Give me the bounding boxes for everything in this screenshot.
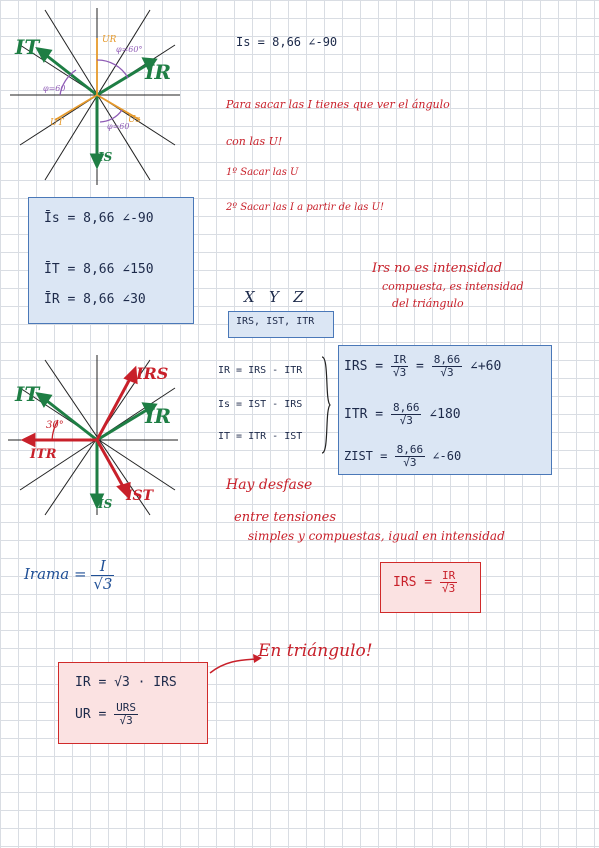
equation: IR = IRS - ITR <box>218 365 303 376</box>
fraction: IR √3 <box>439 569 458 596</box>
triangle-note: En triángulo! <box>258 641 373 661</box>
equals: = <box>416 359 424 375</box>
label-ist: IST <box>126 488 154 504</box>
is-result: Is = 8,66 ∠-90 <box>236 35 338 49</box>
denominator: √3 <box>441 582 456 596</box>
xyz-box-text: IRS, IST, ITR <box>236 316 315 327</box>
phase-angle: ∠+60 <box>470 359 502 375</box>
ur-lhs: UR = <box>75 707 107 723</box>
angle-label: 30° <box>46 420 64 431</box>
denominator: √3 <box>392 366 407 380</box>
label-it: IT <box>15 35 40 59</box>
desfase-note: entre tensiones <box>234 510 337 525</box>
denominator: √3 <box>119 714 133 728</box>
numerator: URS <box>114 701 139 716</box>
desfase-note: Hay desfase <box>226 477 313 493</box>
label-is: IS <box>98 497 113 511</box>
irs-box <box>380 562 481 613</box>
angle-label: φ=60° <box>116 45 143 54</box>
triangle-line: IR = √3 · IRS <box>75 675 177 690</box>
irama-lhs: Irama = <box>24 565 87 583</box>
numerator: IR <box>390 353 409 368</box>
phase-angle: ∠-60 <box>432 449 462 464</box>
xyz-box <box>228 311 334 338</box>
label-itr: ITR <box>30 447 57 462</box>
irs-lhs: IRS = <box>393 575 433 591</box>
triangle-box <box>58 662 208 744</box>
fraction: 8,66 √3 <box>431 353 463 380</box>
angle-label: φ=60 <box>107 122 130 131</box>
phase-row: ZIST = 8,66 √3 ∠-60 <box>344 443 462 470</box>
current-line: ĪT = 8,66 ∠150 <box>44 262 154 277</box>
phase-angle: ∠180 <box>429 407 461 423</box>
phasor-diagram-1 <box>10 8 180 185</box>
fraction: I √3 <box>91 558 115 593</box>
label-is: IS <box>98 150 113 164</box>
irama-formula: Irama = I √3 <box>24 558 115 593</box>
label-us: Us <box>128 115 141 125</box>
note-step: 1º Sacar las U <box>226 167 299 178</box>
label-irs: IRS <box>136 364 169 383</box>
note-line: con las U! <box>226 135 283 148</box>
label-ir: IR <box>145 404 171 428</box>
numerator: 8,66 <box>390 401 422 416</box>
numerator: I <box>91 558 115 576</box>
brace <box>321 356 331 454</box>
irs-formula: IRS = IR √3 <box>393 569 458 596</box>
numerator: 8,66 <box>431 353 463 368</box>
equation: Is = IST - IRS <box>218 399 303 410</box>
arrow <box>209 654 262 674</box>
phase-row: ITR = 8,66 √3 ∠180 <box>344 401 461 428</box>
current-line: ĪR = 8,66 ∠30 <box>44 292 146 307</box>
phase-row: IRS = IR √3 = 8,66 √3 ∠+60 <box>344 353 502 380</box>
red-note: Irs no es intensidad <box>372 261 503 276</box>
red-note: compuesta, es intensidad <box>382 280 524 293</box>
note-step: 2º Sacar las I a partir de las U! <box>226 202 385 213</box>
fraction: IR √3 <box>390 353 409 380</box>
label-it: IT <box>15 382 40 406</box>
fraction: 8,66 √3 <box>390 401 422 428</box>
label-ur: UR <box>102 35 117 45</box>
currents-box <box>28 197 194 324</box>
label-ut: UT <box>50 118 64 128</box>
numerator: IR <box>439 569 458 584</box>
fraction: URS √3 <box>114 701 139 728</box>
label-ir: IR <box>145 60 171 84</box>
angle-label: φ=60 <box>43 84 66 93</box>
denominator: √3 <box>440 366 454 380</box>
phasor-diagram-2 <box>8 355 178 516</box>
phase-lhs: IRS = <box>344 359 384 375</box>
xyz-letters: X Y Z <box>244 288 304 306</box>
current-line: Īs = 8,66 ∠-90 <box>44 211 154 226</box>
red-note: del triángulo <box>392 297 464 310</box>
equation: IT = ITR - IST <box>218 431 303 442</box>
phase-lhs: ZIST = <box>344 449 388 464</box>
denominator: √3 <box>93 574 113 593</box>
denominator: √3 <box>403 456 417 470</box>
denominator: √3 <box>399 414 413 428</box>
triangle-line: UR = URS √3 <box>75 701 139 728</box>
desfase-note: simples y compuestas, igual en intensida… <box>248 529 505 543</box>
fraction: 8,66 √3 <box>394 443 426 470</box>
numerator: 8,66 <box>394 443 426 458</box>
phase-lhs: ITR = <box>344 407 384 423</box>
note-line: Para sacar las I tienes que ver el ángul… <box>226 98 450 111</box>
